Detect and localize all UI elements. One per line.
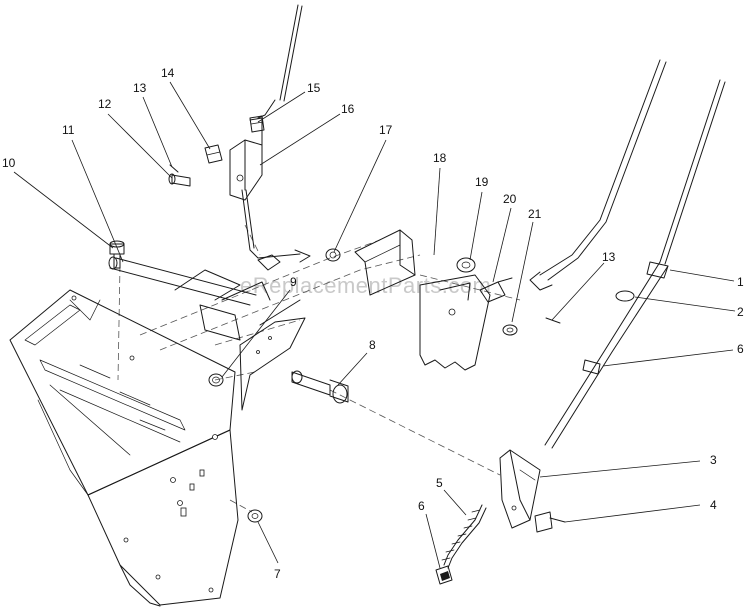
pivot-shaft-11 <box>108 256 306 411</box>
callout-10: 10 <box>2 156 16 170</box>
nut-6-upper <box>582 359 601 375</box>
pin-12 <box>168 173 191 187</box>
bolt-21 <box>502 324 518 336</box>
nut-15 <box>249 115 265 133</box>
callout-18: 18 <box>433 151 447 165</box>
callout-15: 15 <box>307 81 321 95</box>
callout-3: 3 <box>710 453 717 467</box>
callout-6-left: 6 <box>418 499 425 513</box>
bolt-4 <box>534 511 566 533</box>
threaded-rod <box>544 79 726 449</box>
right-control-rod <box>529 59 667 291</box>
callout-labels: 1 2 3 4 5 6 6 7 8 9 10 11 12 13 14 15 16… <box>2 66 744 581</box>
callout-13-left: 13 <box>133 81 147 95</box>
callout-19: 19 <box>475 175 489 189</box>
quadrant-plate <box>419 274 491 371</box>
assembly-dashed-lines <box>117 224 521 513</box>
spring-5 <box>441 504 487 569</box>
callout-20: 20 <box>503 192 517 206</box>
nut-9 <box>208 373 224 387</box>
callout-16: 16 <box>341 102 355 116</box>
callout-13-right: 13 <box>602 250 616 264</box>
bracket-18 <box>354 229 416 296</box>
callout-8: 8 <box>369 338 376 352</box>
clevis-16 <box>229 117 263 201</box>
callout-2: 2 <box>737 305 744 319</box>
callout-6-right: 6 <box>737 342 744 356</box>
callout-4: 4 <box>710 498 717 512</box>
upper-control-rod <box>241 4 311 271</box>
callout-21: 21 <box>528 207 542 221</box>
washer-19 <box>456 257 476 273</box>
callout-7: 7 <box>274 567 281 581</box>
watermark-text: eReplacementParts.com <box>240 273 491 298</box>
mounting-frame <box>9 289 239 607</box>
washer-2 <box>615 290 635 302</box>
nut-1 <box>646 261 669 279</box>
callout-9: 9 <box>290 275 297 289</box>
callout-12: 12 <box>98 97 112 111</box>
spacer-8 <box>291 370 349 404</box>
cotter-13-right <box>545 317 561 324</box>
leader-lines <box>13 81 736 569</box>
washer-7 <box>247 509 263 523</box>
callout-11: 11 <box>62 123 75 137</box>
callout-17: 17 <box>379 123 393 137</box>
link-20 <box>479 277 513 303</box>
nut-17 <box>325 248 341 262</box>
clip-14 <box>204 144 223 164</box>
callout-14: 14 <box>161 66 175 80</box>
nut-6-lower <box>435 565 453 585</box>
callout-1: 1 <box>737 275 744 289</box>
callout-5: 5 <box>436 476 443 490</box>
bracket-3 <box>499 449 541 529</box>
